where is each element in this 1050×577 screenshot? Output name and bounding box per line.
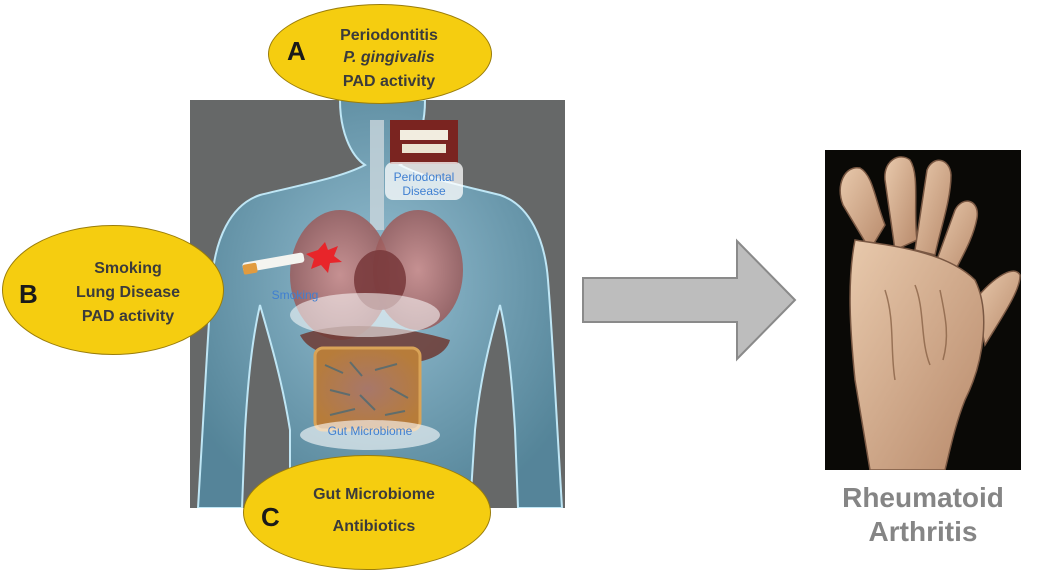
finger-2 (884, 156, 918, 252)
oval-b-line1: Smoking (94, 260, 162, 277)
palm (849, 239, 985, 470)
finger-3 (914, 159, 952, 256)
periodontal-label-bg (385, 162, 463, 200)
periodontal-label-line1: Periodontal (393, 170, 455, 184)
oval-a-line1: Periodontitis (340, 27, 438, 44)
oval-a-line3: PAD activity (342, 73, 436, 90)
oval-a-letter: A (287, 36, 306, 66)
oval-b-smoking: B Smoking Lung Disease PAD activity (2, 225, 224, 355)
progression-arrow (582, 238, 797, 362)
hand-illustration (839, 156, 1021, 470)
periodontal-label-line2: Disease (402, 184, 446, 198)
hand-veins (884, 284, 948, 381)
teeth-lower (402, 144, 446, 153)
inflammation-burst (306, 242, 342, 273)
thumb (974, 270, 1021, 347)
rheumatoid-hand-photo (825, 150, 1021, 470)
oval-c-gut: C Gut Microbiome Antibiotics (243, 455, 491, 570)
outcome-label: Rheumatoid Arthritis (808, 482, 1038, 548)
oval-c-line1: Gut Microbiome (313, 486, 435, 503)
trachea (370, 120, 384, 230)
periodontal-disease-label: Periodontal Disease (385, 170, 463, 198)
smoking-label: Smoking (271, 288, 319, 302)
oval-c-letter: C (261, 502, 280, 532)
outcome-line1: Rheumatoid (842, 482, 1004, 513)
oval-b-letter: B (19, 279, 38, 309)
outcome-line2: Arthritis (868, 516, 978, 547)
arrow-shape (582, 238, 797, 362)
gut-microbiome-label: Gut Microbiome (327, 424, 413, 438)
finger-1 (839, 167, 886, 252)
abdomen-glow (290, 293, 440, 337)
oval-a-line2: P. gingivalis (343, 49, 435, 66)
oval-a-periodontitis: A Periodontitis P. gingivalis PAD activi… (268, 4, 492, 104)
cigarette-filter (242, 262, 258, 275)
bacteria-texture (324, 361, 409, 416)
teeth-image (390, 120, 458, 164)
gut-glow (300, 420, 440, 450)
gut-microbiome-image (313, 346, 422, 432)
oval-b-line2: Lung Disease (75, 284, 181, 301)
human-body-figure (196, 100, 564, 508)
teeth-upper (400, 130, 448, 140)
human-body-illustration: Periodontal Disease Smoking Gut Microbio… (190, 100, 565, 508)
cigarette (242, 252, 305, 273)
oval-b-line3: PAD activity (81, 308, 175, 325)
oval-c-line2: Antibiotics (332, 518, 416, 535)
